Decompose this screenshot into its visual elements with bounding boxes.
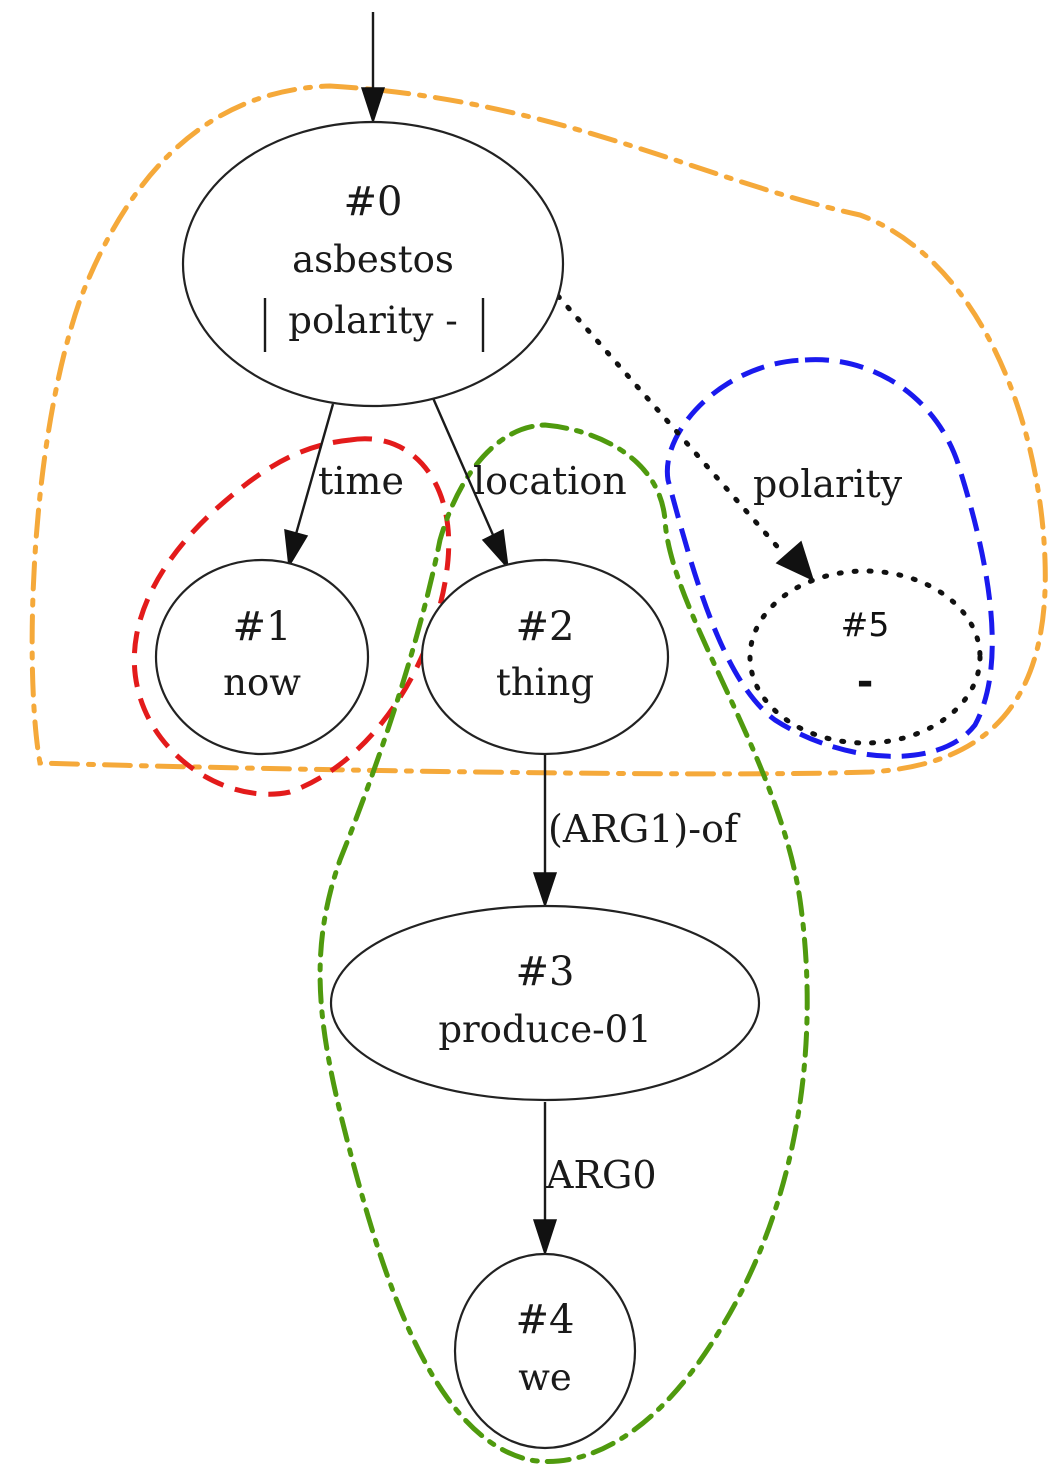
green-group-outline	[317, 422, 810, 1464]
blue-group-outline	[664, 357, 995, 759]
node-0-concept: asbestos	[292, 238, 454, 281]
node-2-concept: thing	[496, 661, 594, 704]
node-3[interactable]: #3 produce-01	[329, 904, 761, 1102]
node-4-concept: we	[518, 1356, 572, 1399]
node-4[interactable]: #4 we	[453, 1252, 637, 1450]
node-3-concept: produce-01	[438, 1008, 651, 1051]
edge-label-arg0: ARG0	[545, 1153, 657, 1197]
node-1-id: #1	[233, 604, 292, 650]
node-3-id: #3	[516, 949, 575, 995]
edge-label-time: time	[318, 459, 404, 503]
node-1[interactable]: #1 now	[154, 558, 370, 756]
node-4-shape	[453, 1252, 637, 1450]
edge-label-arg1-of: (ARG1)-of	[548, 807, 741, 851]
node-0-shape	[181, 120, 565, 408]
node-1-shape	[154, 558, 370, 756]
node-2-shape	[420, 558, 670, 756]
edge-polarity-arrowhead	[775, 540, 815, 582]
edge-label-polarity: polarity	[753, 462, 903, 506]
node-5-concept: -	[857, 659, 874, 705]
edge-location	[431, 397, 495, 536]
edge-time-arrowhead	[284, 528, 309, 569]
edge-polarity	[555, 293, 785, 555]
node-1-concept: now	[223, 661, 301, 704]
node-0-id: #0	[344, 179, 403, 225]
entry-arrowhead	[360, 87, 386, 125]
node-0-attribute: polarity -	[288, 299, 457, 342]
node-4-id: #4	[516, 1297, 575, 1343]
edge-arg1-of-arrowhead	[532, 872, 558, 909]
node-2[interactable]: #2 thing	[420, 558, 670, 756]
orange-group-outline	[29, 83, 1048, 777]
edge-label-location: location	[473, 459, 627, 503]
node-5-id: #5	[841, 605, 890, 644]
node-5-shape	[747, 568, 983, 746]
node-3-shape	[329, 904, 761, 1102]
node-5[interactable]: #5 -	[747, 568, 983, 746]
edge-arg0-arrowhead	[532, 1219, 558, 1257]
edge-time	[294, 403, 335, 535]
node-2-id: #2	[516, 604, 575, 650]
node-0[interactable]: #0 asbestos polarity -	[181, 120, 565, 408]
edge-location-arrowhead	[481, 528, 510, 571]
red-group-outline	[131, 436, 452, 797]
